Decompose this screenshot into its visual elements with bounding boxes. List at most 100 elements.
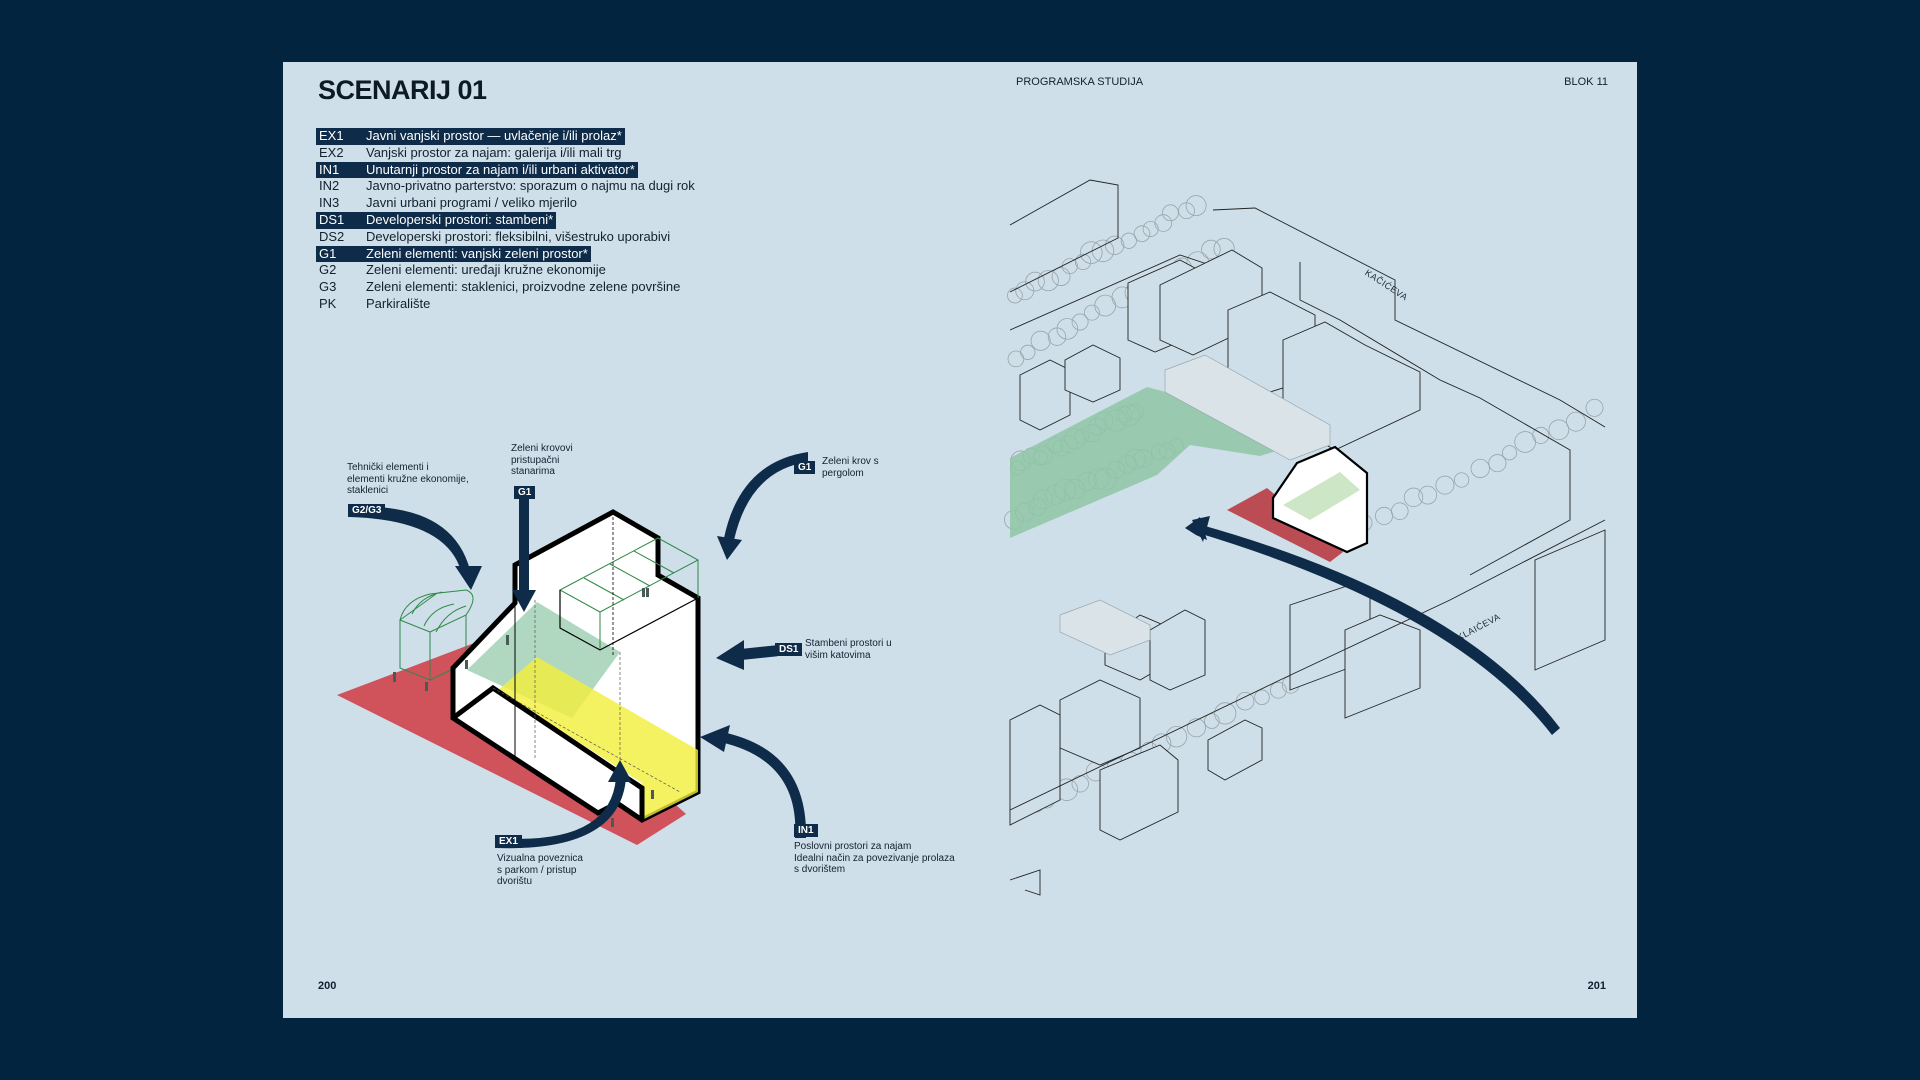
tree-icon: [1020, 344, 1036, 360]
tree-icon: [1079, 241, 1103, 264]
tree-icon: [1418, 485, 1438, 505]
legend: EX1 Javni vanjski prostor — uvlačenje i/i…: [316, 128, 698, 313]
legend-row-content: DS2 Developerski prostori: fleksibilni, v…: [316, 229, 673, 246]
legend-row-in1: IN1 Unutarnji prostor za najam i/ili urba…: [316, 161, 698, 179]
red-passage: [1227, 488, 1343, 562]
legend-label: Zeleni elementi: vanjski zeleni prostor*: [366, 245, 588, 261]
tree-icon: [1403, 487, 1424, 508]
legend-label: Vanjski prostor za najam: galerija i/ili…: [366, 144, 622, 160]
tree-icon: [1435, 475, 1455, 495]
legend-row-content: EX1 Javni vanjski prostor — uvlačenje i/i…: [316, 128, 625, 145]
tree-icon: [1074, 253, 1092, 271]
tree-icon: [1094, 294, 1117, 317]
section-header: PROGRAMSKA STUDIJA: [1016, 76, 1144, 88]
legend-row-in3: IN3 Javni urbani programi / veliko mjeril…: [316, 195, 698, 212]
tree-icon: [1142, 220, 1159, 237]
book-spread: SCENARIJ 01 PROGRAMSKA STUDIJA BLOK 11 E…: [283, 62, 1637, 1018]
scenario-axonometric: [337, 452, 808, 849]
tag-ex1: EX1: [495, 835, 522, 848]
tree-icon: [1254, 689, 1270, 706]
tree-icon: [1375, 506, 1394, 525]
tree-icon: [1165, 725, 1188, 748]
tree-icon: [1007, 350, 1025, 368]
tree-icon: [1105, 235, 1125, 255]
tree-icon: [1133, 225, 1151, 243]
page-number-right: 201: [1587, 980, 1606, 992]
arrow-in1-head: [700, 725, 730, 752]
tree-icon: [1154, 214, 1173, 232]
legend-code: EX2: [319, 144, 344, 160]
legend-row-content: PK Parkiralište: [316, 296, 433, 313]
yellow-commercial-volume: [498, 657, 698, 820]
tree-icon: [1214, 702, 1237, 725]
tree-icon: [1030, 330, 1051, 351]
note-g2g3: Tehnički elementi i elementi kružne ekon…: [347, 462, 469, 496]
tree-icon: [1532, 426, 1550, 444]
legend-code: EX1: [319, 128, 344, 143]
page-number-left: 200: [318, 980, 337, 992]
legend-code: IN1: [319, 161, 340, 177]
arrow-g2g3-head: [455, 566, 482, 590]
legend-row-ds2: DS2 Developerski prostori: fleksibilni, v…: [316, 229, 698, 246]
legend-row-content: EX2 Vanjski prostor za najam: galerija i/…: [316, 145, 625, 162]
light-buildings: [1059, 354, 1331, 656]
legend-code: G3: [319, 279, 337, 295]
tree-icon: [1083, 304, 1100, 321]
arrow-g1-roof-head: [512, 590, 536, 612]
tree-icon: [1025, 271, 1045, 292]
tree-icon: [1453, 472, 1470, 488]
legend-row-ex2: EX2 Vanjski prostor za najam: galerija i/…: [316, 145, 698, 162]
tree-icon: [1037, 270, 1059, 292]
legend-label: Javni urbani programi / veliko mjerilo: [366, 195, 577, 211]
note-ds1: Stambeni prostori u višim katovima: [805, 638, 892, 661]
note-in1: Poslovni prostori za najam Idealni način…: [794, 841, 955, 875]
legend-label: Javni vanjski prostor — uvlačenje i/ili …: [366, 128, 622, 143]
tree-icon: [1235, 692, 1255, 711]
legend-code: PK: [319, 295, 337, 311]
legend-label: Unutarnji prostor za najam i/ili urbani …: [366, 161, 635, 177]
tree-icon: [1120, 232, 1137, 249]
tag-g1-pergola: G1: [794, 461, 816, 474]
arrow-ds1-head: [716, 640, 744, 670]
page-title: SCENARIJ 01: [318, 75, 487, 105]
legend-row-pk: PK Parkiralište: [316, 296, 698, 313]
tree-icon: [1502, 445, 1518, 461]
tree-icon: [1071, 775, 1089, 793]
tree-icon: [1178, 202, 1195, 220]
tree-icon: [1185, 195, 1207, 217]
legend-code: DS2: [319, 228, 345, 244]
tag-g1-roofs: G1: [514, 486, 536, 499]
tree-icon: [1056, 318, 1079, 340]
tree-icon: [1186, 718, 1206, 738]
legend-label: Zeleni elementi: staklenici, proizvodne …: [366, 279, 681, 295]
tag-ds1: DS1: [775, 643, 803, 656]
legend-label: Developerski prostori: fleksibilni, više…: [366, 228, 671, 244]
tree-icon: [1548, 419, 1570, 441]
legend-row-g3: G3 Zeleni elementi: staklenici, proizvodn…: [316, 279, 698, 296]
tree-icon: [1071, 313, 1089, 331]
arrow-ex1-head: [608, 760, 632, 782]
legend-label: Developerski prostori: stambeni*: [366, 211, 554, 227]
tree-icon: [1007, 287, 1023, 304]
tree-icon: [1585, 398, 1604, 417]
tree-icon: [1269, 681, 1287, 699]
note-g1-roofs: Zeleni krovovi pristupačni stanarima: [511, 443, 573, 477]
legend-label: Parkiralište: [366, 295, 431, 311]
legend-code: G2: [319, 262, 337, 278]
note-g1-pergola: Zeleni krov s pergolom: [822, 456, 879, 479]
legend-code: IN3: [319, 195, 340, 211]
arrow-g1-pergola-head: [717, 536, 742, 560]
tree-icon: [1204, 713, 1220, 729]
legend-row-content: G3 Zeleni elementi: staklenici, proizvodn…: [316, 279, 683, 296]
legend-row-content: IN3 Javni urbani programi / veliko mjeril…: [316, 195, 580, 212]
block-header: BLOK 11: [1564, 76, 1608, 88]
legend-label: Javno-privatno parterstvo: sporazum o na…: [366, 178, 695, 194]
tag-in1: IN1: [794, 824, 818, 837]
